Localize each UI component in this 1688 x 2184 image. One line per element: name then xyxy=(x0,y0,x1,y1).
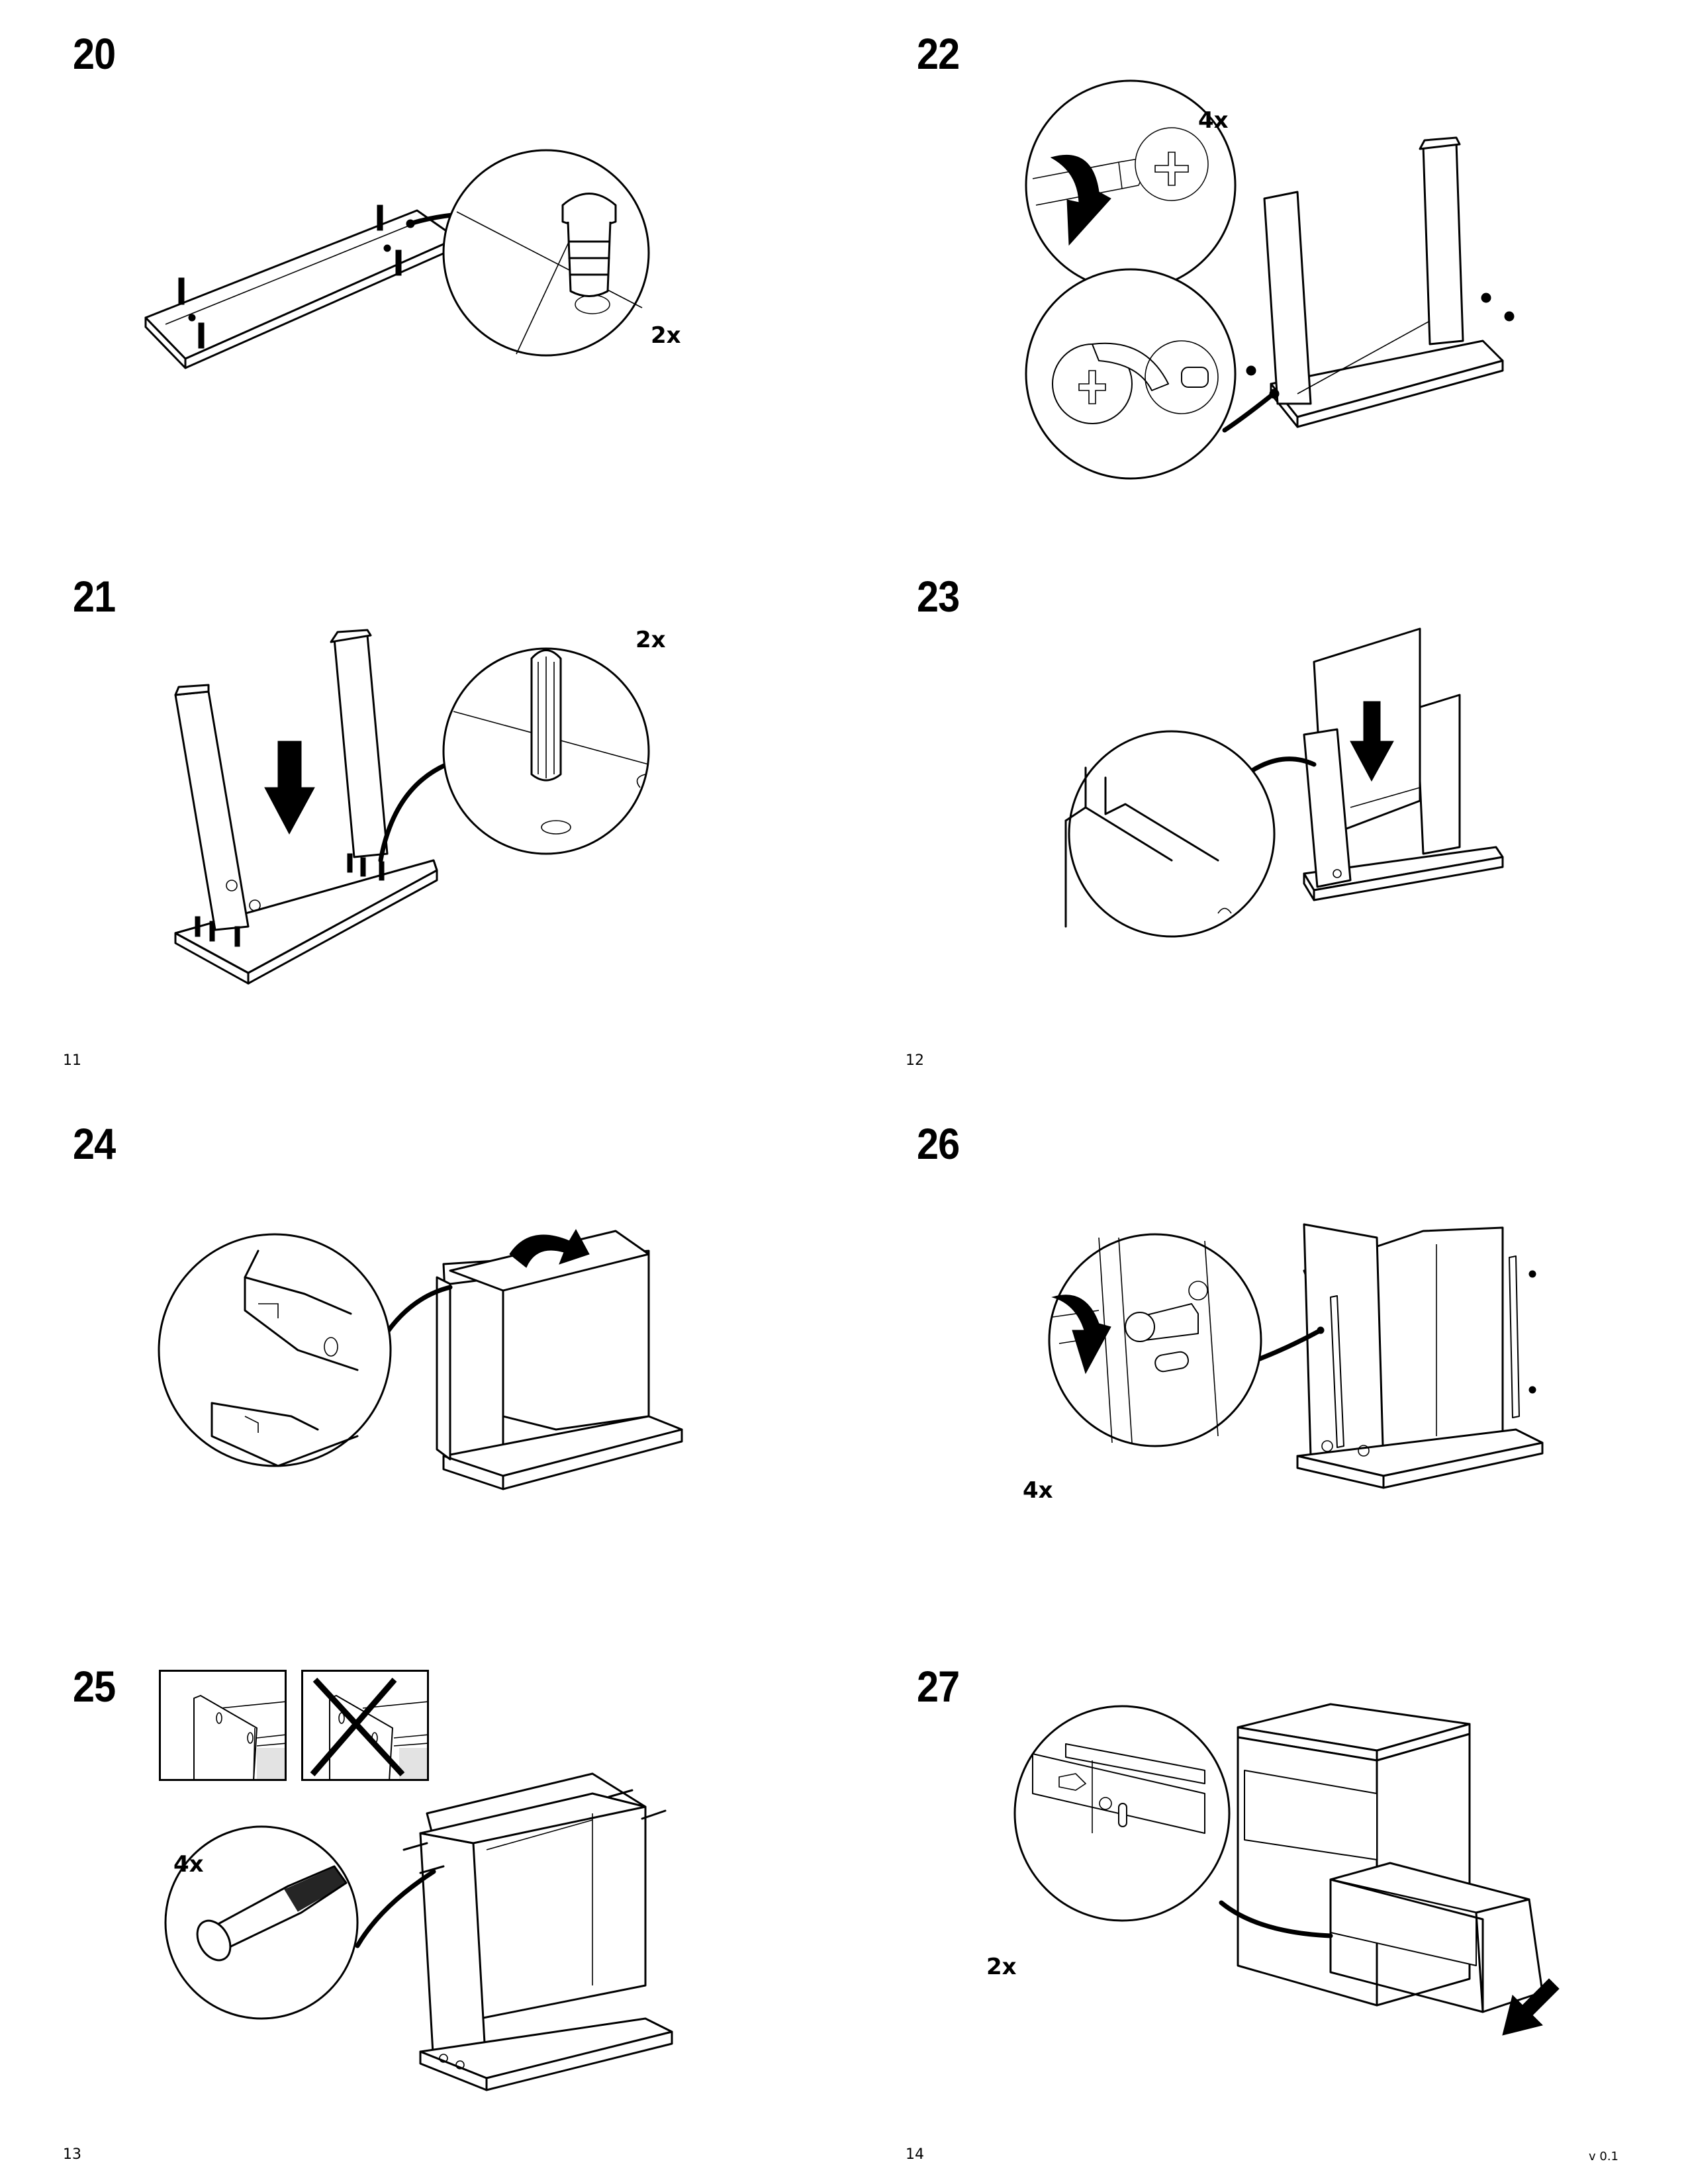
detail-leader-line xyxy=(384,1287,450,1337)
detail-leader-line xyxy=(1225,396,1271,430)
step-25-quantity: 4x xyxy=(173,1851,204,1878)
detail-circle-screwdriver xyxy=(1026,81,1235,290)
rotate-arrow-icon xyxy=(510,1230,589,1267)
step-21-quantity: 2x xyxy=(635,627,666,653)
cabinet-frame xyxy=(1297,1224,1542,1488)
cross-out-mark xyxy=(312,1677,405,1777)
comparison-incorrect xyxy=(301,1670,429,1781)
cabinet-partial-assembly xyxy=(1304,629,1503,900)
down-arrow-icon xyxy=(265,741,314,834)
step-20-quantity: 2x xyxy=(651,322,681,349)
push-arrow-icon[interactable] xyxy=(1503,1979,1559,2035)
step-number-27: 27 xyxy=(917,1662,960,1711)
step-number-24: 24 xyxy=(73,1119,116,1168)
correct-orientation-illustration xyxy=(193,1695,285,1779)
nightstand xyxy=(1238,1704,1542,2012)
cabinet-frame xyxy=(420,1774,672,2090)
step-23-illustration xyxy=(1019,649,1516,940)
page-number-14: 14 xyxy=(906,2146,924,2163)
rotate-arrow-icon xyxy=(1053,1295,1111,1373)
step-number-23: 23 xyxy=(917,572,960,621)
detail-leader-line xyxy=(1221,1903,1331,1936)
step-26-illustration xyxy=(986,1218,1549,1509)
step-number-22: 22 xyxy=(917,29,960,78)
cam-bolts xyxy=(179,205,414,348)
rotate-arrow-icon xyxy=(1051,155,1111,245)
step-21-illustration xyxy=(169,615,698,993)
detail-circle-screw xyxy=(1049,1234,1261,1446)
comparison-correct xyxy=(159,1670,287,1781)
side-panel-right xyxy=(331,630,387,857)
detail-circle-joint xyxy=(159,1234,391,1466)
step-22-quantity: 4x xyxy=(1198,107,1229,134)
cabinet-base-assembly xyxy=(1246,138,1514,427)
down-arrow-icon xyxy=(1350,702,1393,781)
step-number-20: 20 xyxy=(73,29,116,78)
page-number-11: 11 xyxy=(63,1052,81,1069)
step-27-quantity: 2x xyxy=(986,1954,1017,1980)
detail-circle-groove xyxy=(1066,731,1274,936)
connector-bolts xyxy=(404,1790,665,1873)
step-20-illustration xyxy=(132,152,715,404)
detail-leader-line xyxy=(357,1872,434,1946)
step-number-26: 26 xyxy=(917,1119,960,1168)
step-number-25: 25 xyxy=(73,1662,116,1711)
cabinet-frame xyxy=(437,1231,682,1489)
detail-leader-line xyxy=(381,764,447,860)
step-26-quantity: 4x xyxy=(1023,1477,1053,1504)
page-number-12: 12 xyxy=(906,1052,924,1069)
bottom-panel xyxy=(146,210,457,368)
page-number-13: 13 xyxy=(63,2146,81,2163)
step-27-illustration xyxy=(960,1701,1569,2071)
step-number-21: 21 xyxy=(73,572,116,621)
side-panel-left xyxy=(175,685,260,930)
step-22-illustration xyxy=(1006,93,1536,503)
detail-circle-connector-bolt xyxy=(165,1827,357,2019)
version-label: v 0.1 xyxy=(1589,2150,1618,2163)
incorrect-orientation-illustration xyxy=(310,1677,427,1779)
detail-circle-dowel xyxy=(444,649,649,854)
detail-circle-slide xyxy=(1015,1706,1229,1921)
step-24-illustration xyxy=(159,1205,688,1522)
step-25-illustration xyxy=(169,1787,685,2105)
detail-circle-bolt xyxy=(444,150,649,355)
detail-circle-cam-lock xyxy=(1026,269,1235,478)
